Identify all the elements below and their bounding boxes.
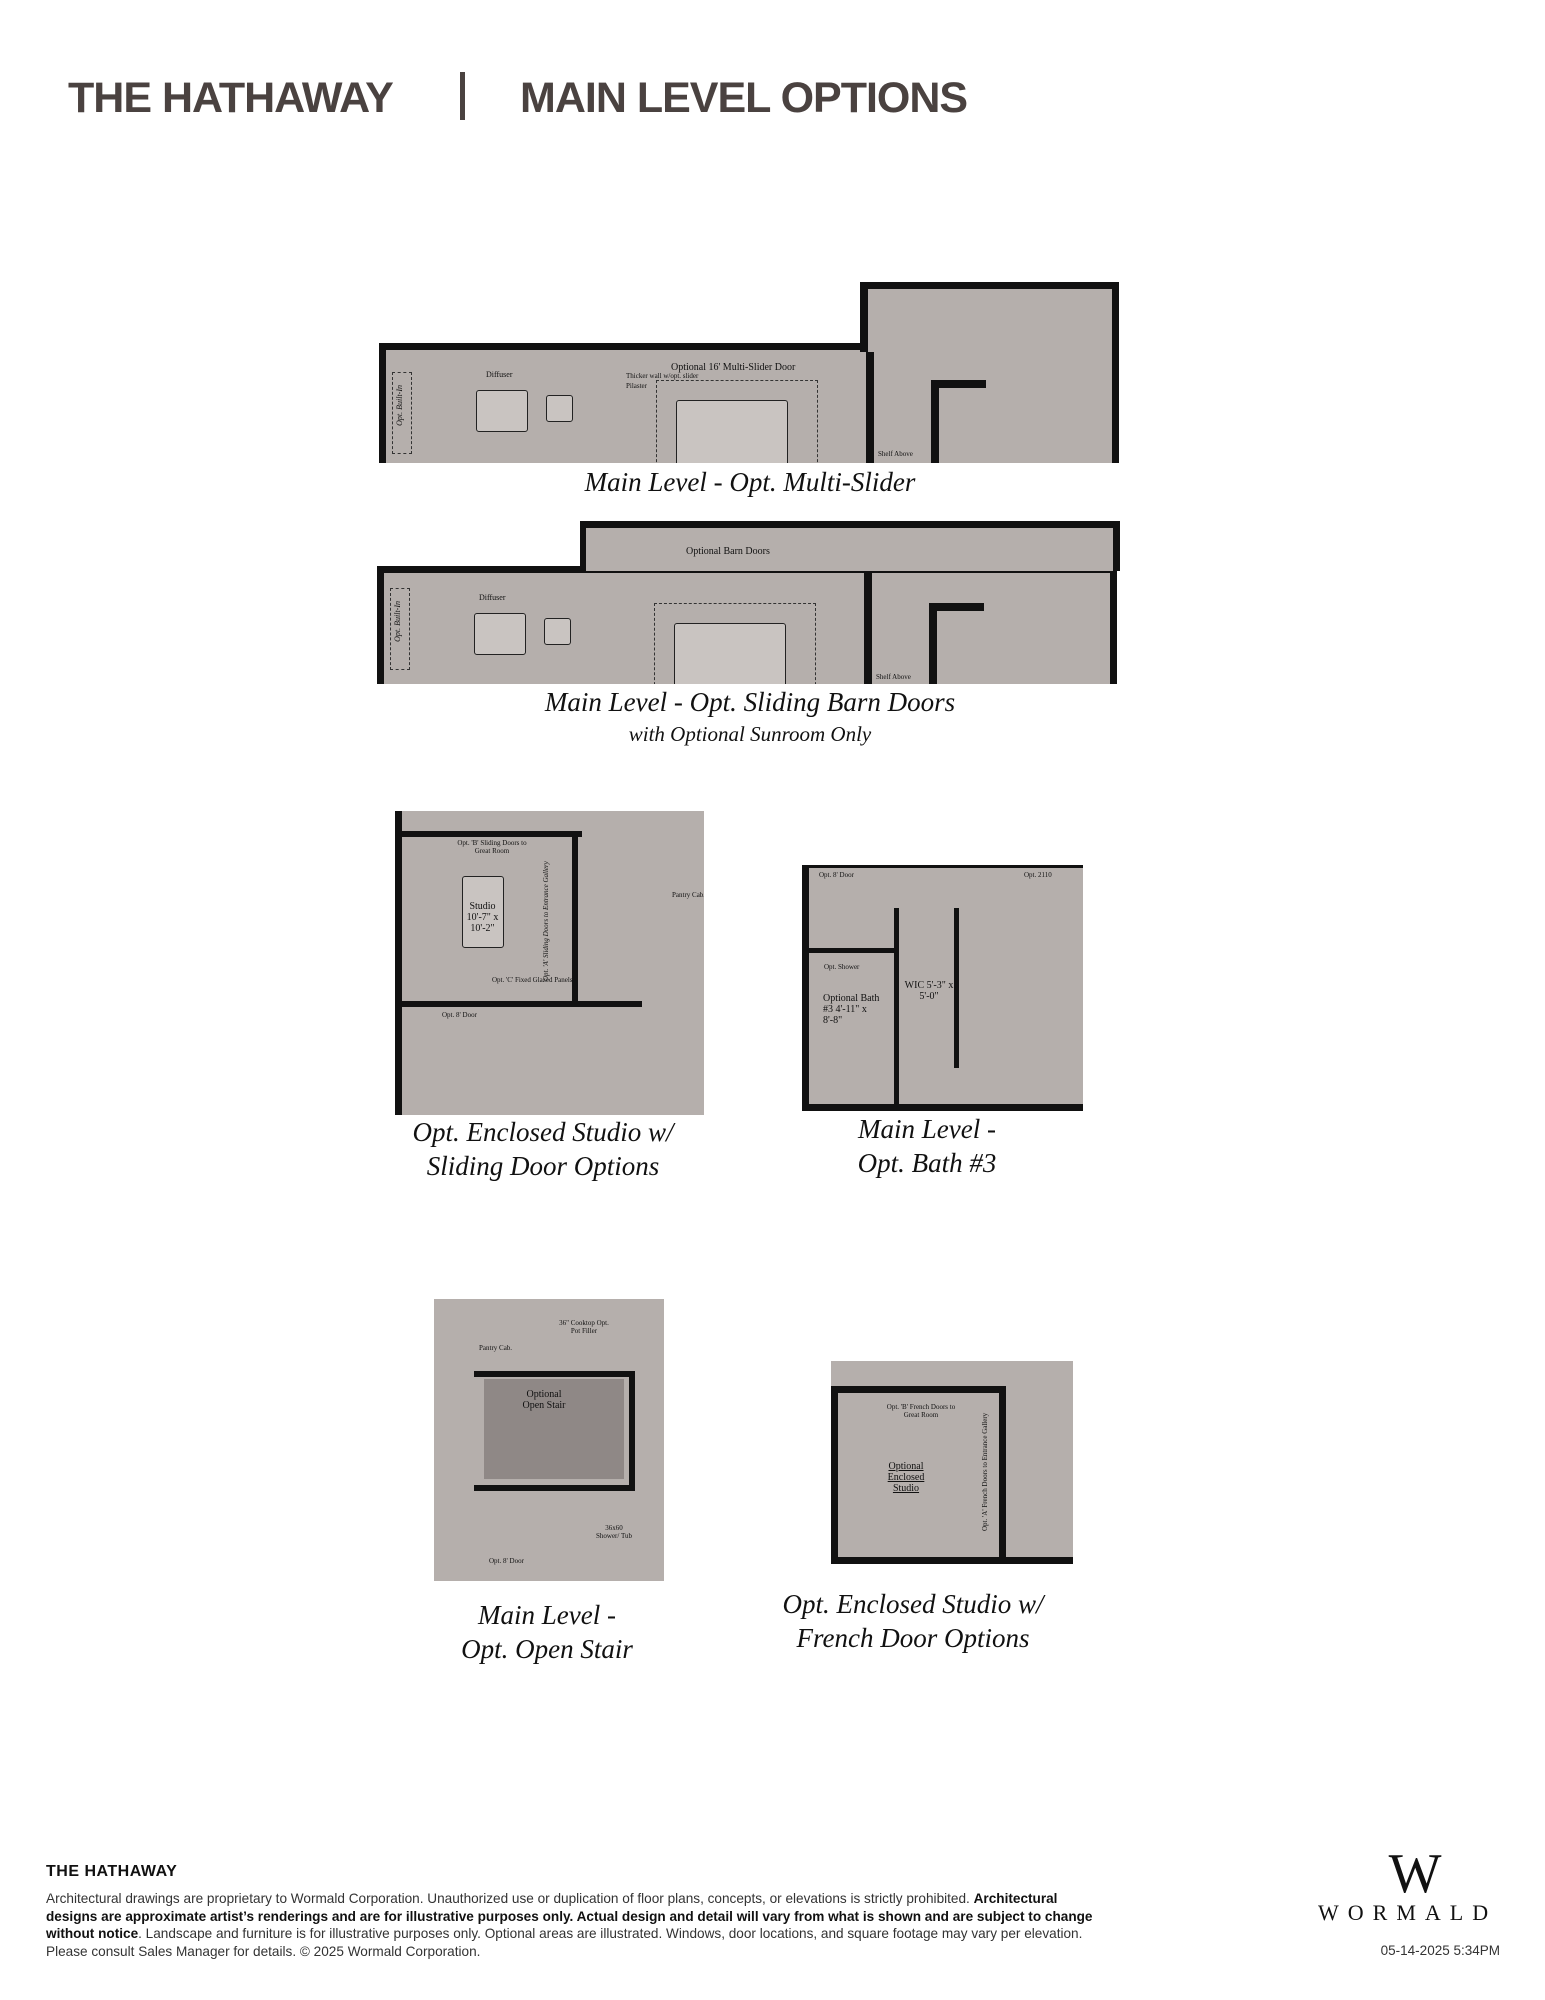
plan-label: Optional Open Stair	[522, 1389, 566, 1411]
plan-caption: Opt. Enclosed Studio w/	[782, 1589, 1044, 1619]
floor-plan-bath-3: Opt. 8' Door Opt. Shower Optional Bath #…	[802, 865, 1083, 1111]
plan-label: Optional 16' Multi-Slider Door	[671, 362, 796, 373]
plan-caption: Main Level - Opt. Sliding Barn Doors	[544, 687, 956, 717]
plan-label: Pilaster	[626, 382, 647, 390]
plan-label: Opt. Built-In	[395, 385, 404, 426]
floor-plan-barn-doors: Diffuser Opt. Built-In Shelf Above	[377, 566, 1117, 684]
floor-plan-studio-french: Opt. 'B' French Doors to Great Room Opti…	[831, 1361, 1073, 1564]
plan-label: Opt. 'C' Fixed Glazed Panels	[492, 976, 573, 984]
page-subtitle: MAIN LEVEL OPTIONS	[520, 74, 968, 122]
footer-disclaimer: Architectural drawings are proprietary t…	[46, 1891, 1093, 1959]
plan-label: Pantry Cab.	[672, 891, 704, 899]
plan-label: Shelf Above	[878, 450, 913, 458]
floor-plan-studio-sliding: Opt. 'B' Sliding Doors to Great Room Stu…	[395, 811, 704, 1115]
footer-title: THE HATHAWAY	[46, 1863, 178, 1880]
floor-plan-multi-slider-upper	[860, 282, 1119, 352]
plan-label: Optional Bath #3 4'-11" x 8'-8"	[823, 993, 880, 1026]
plan-label: Opt. 8' Door	[442, 1011, 477, 1019]
floor-plan-open-stair: 36" Cooktop Opt. Pot Filler Pantry Cab. …	[434, 1299, 664, 1581]
plan-label: Pantry Cab.	[479, 1344, 513, 1352]
title-separator	[460, 72, 465, 120]
plan-caption: Sliding Door Options	[426, 1151, 660, 1181]
floor-plan-barn-doors-sunroom: Optional Barn Doors	[580, 521, 1120, 571]
plan-label: 36" Cooktop Opt. Pot Filler	[559, 1319, 609, 1335]
plan-label: Opt. Shower	[824, 963, 860, 971]
plan-label: Opt. Built-In	[393, 601, 402, 642]
plan-label: Diffuser	[486, 370, 513, 379]
plan-label: Opt. 'A' Sliding Doors to Entrance Galle…	[542, 861, 550, 981]
plan-caption: Opt. Bath #3	[857, 1148, 997, 1178]
plan-label: WIC 5'-3" x 5'-0"	[904, 980, 954, 1002]
plan-caption: Main Level -	[478, 1600, 616, 1630]
plan-caption: Main Level -	[858, 1114, 996, 1144]
plan-label: Thicker wall w/opt. slider	[626, 372, 699, 380]
page-title: THE HATHAWAY	[68, 74, 394, 122]
plan-label: Shelf Above	[876, 673, 911, 681]
plan-label: Studio 10'-7" x 10'-2"	[466, 901, 499, 934]
plan-label: Opt. 8' Door	[819, 871, 854, 879]
plan-caption-subtitle: with Optional Sunroom Only	[628, 722, 872, 746]
wormald-logo-mark: W	[1388, 1843, 1442, 1905]
plan-label: Diffuser	[479, 593, 506, 602]
plan-label: Opt. 8' Door	[489, 1557, 524, 1565]
plan-label: Opt. 'A' French Doors to Entrance Galler…	[981, 1412, 989, 1531]
floor-plan-multi-slider: Optional 16' Multi-Slider Door Diffuser …	[379, 343, 1119, 463]
plan-caption: Opt. Enclosed Studio w/	[412, 1117, 674, 1147]
plan-label: Optional Enclosed Studio	[887, 1461, 925, 1494]
plan-label: 36x60 Shower/ Tub	[596, 1524, 632, 1540]
plan-label: Opt. 'B' French Doors to Great Room	[886, 1403, 956, 1419]
plan-label: Opt. 2110	[1024, 871, 1052, 879]
timestamp: 05-14-2025 5:34PM	[1380, 1943, 1500, 1958]
plan-caption: Main Level - Opt. Multi-Slider	[584, 467, 916, 497]
wormald-logo-name: WORMALD	[1318, 1900, 1498, 1925]
plan-label: Opt. 'B' Sliding Doors to Great Room	[457, 839, 527, 855]
plan-label: Optional Barn Doors	[686, 546, 770, 557]
plan-caption: French Door Options	[796, 1623, 1030, 1653]
plan-caption: Opt. Open Stair	[461, 1634, 633, 1664]
